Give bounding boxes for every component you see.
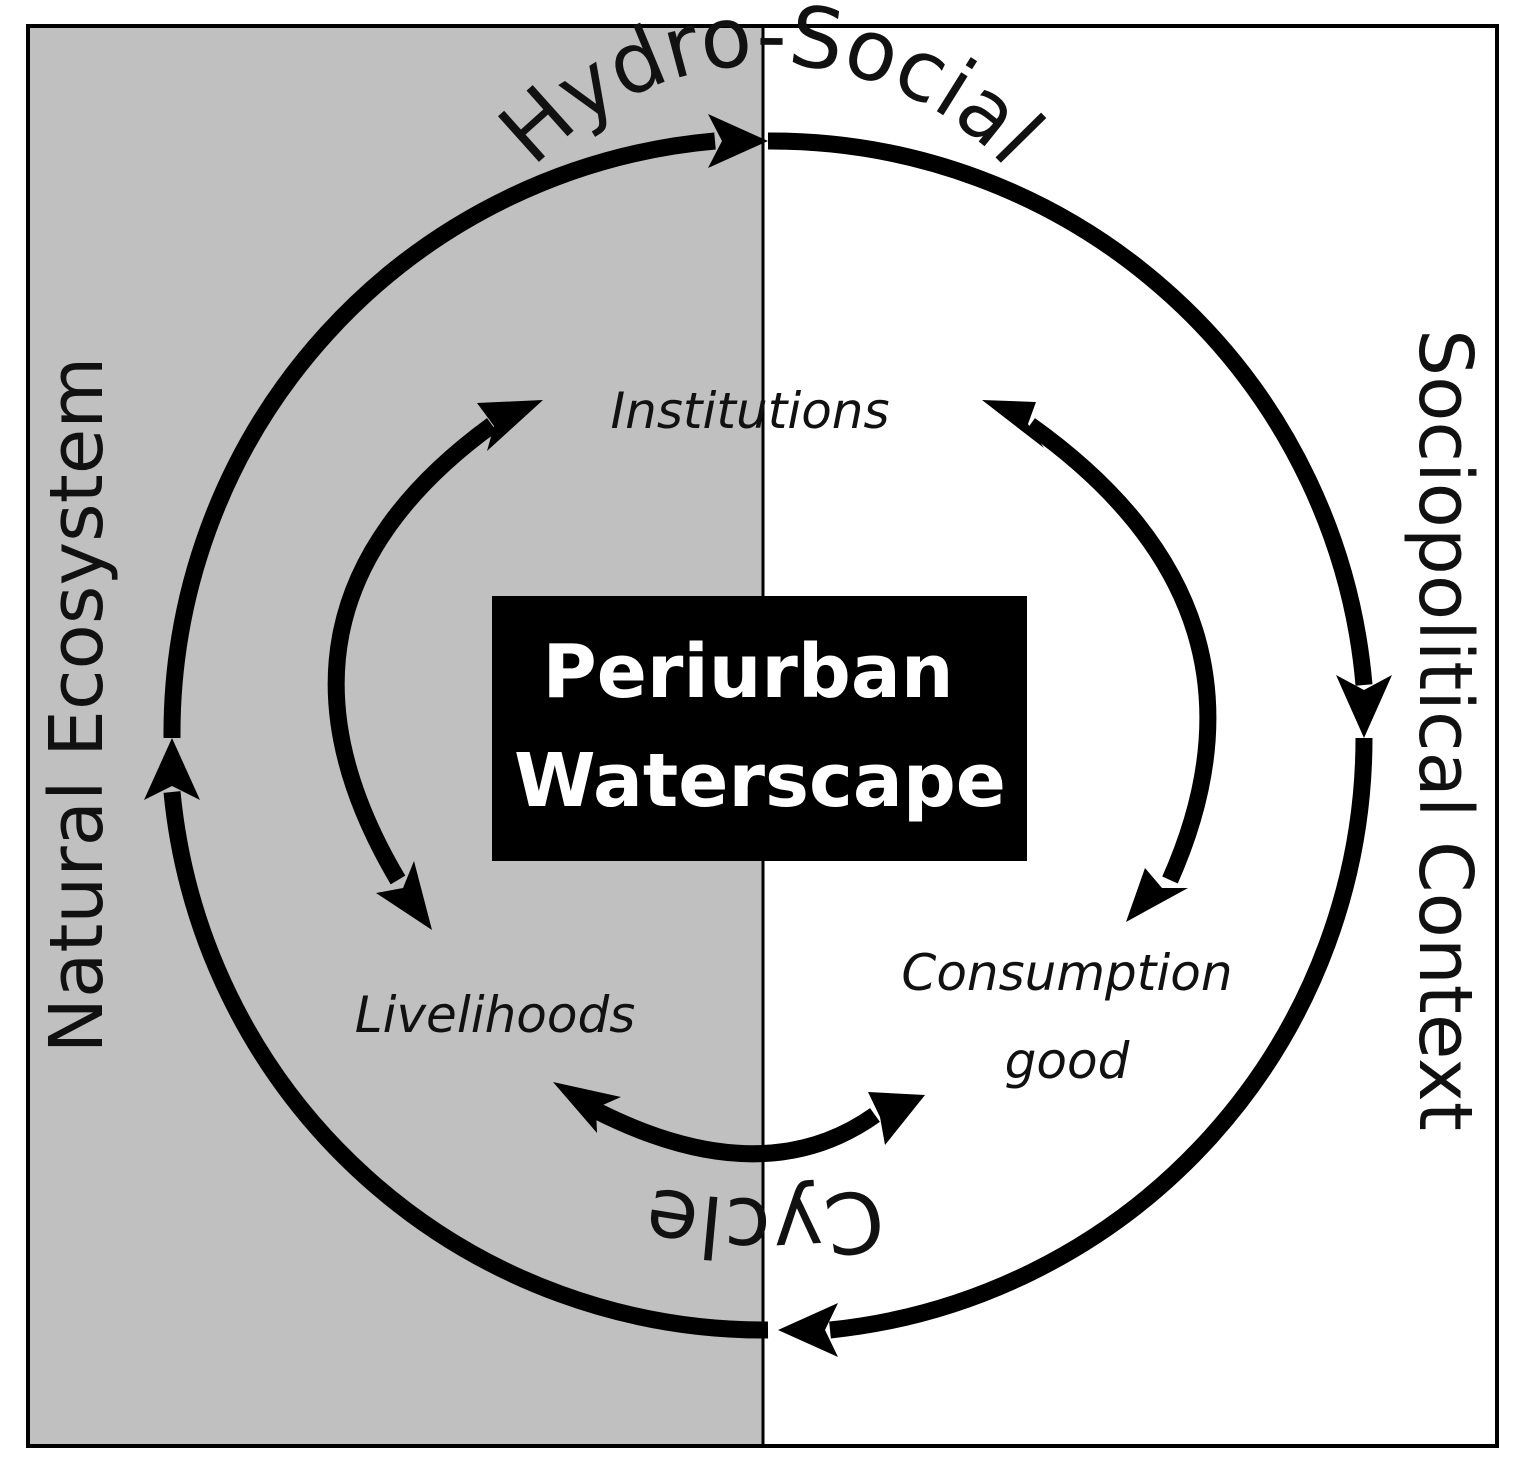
- consumption-good-label-line1: Consumption: [901, 944, 1232, 1002]
- inner-arrowhead-institutions-left: [477, 400, 543, 451]
- outer-arc-top-left: [163, 132, 716, 739]
- outer-arrowhead-top: [708, 114, 768, 168]
- outer-arc-top-right: [767, 132, 1373, 686]
- outer-arrowhead-right: [1336, 675, 1392, 738]
- periurban-label: Periurban: [542, 629, 953, 715]
- sociopolitical-context-label: Sociopolitical Context: [1402, 329, 1488, 1131]
- outer-arrowhead-left: [144, 738, 200, 800]
- inner-arrow-institutions-consumption: [1025, 418, 1217, 884]
- consumption-good-label-line2: good: [1005, 1032, 1130, 1090]
- inner-arrowhead-livelihoods-top: [376, 861, 432, 930]
- periurban-waterscape-box: [492, 596, 1027, 861]
- natural-ecosystem-label: Natural Ecosystem: [34, 357, 120, 1054]
- inner-arrow-livelihoods-consumption: [591, 1102, 880, 1163]
- cycle-label: Cycle: [639, 1168, 891, 1277]
- outer-arrowhead-bottom: [778, 1303, 838, 1357]
- inner-arrowhead-consumption-bottom: [868, 1092, 925, 1145]
- waterscape-label: Waterscape: [514, 738, 1006, 824]
- livelihoods-label: Livelihoods: [355, 986, 636, 1044]
- inner-arrow-institutions-livelihoods: [327, 418, 498, 885]
- inner-arrowhead-consumption-top: [1126, 868, 1188, 922]
- outer-arc-bottom-right: [829, 737, 1373, 1339]
- institutions-label: Institutions: [610, 382, 889, 440]
- inner-arrowhead-institutions-right: [982, 400, 1044, 448]
- inner-arrowhead-livelihoods-bottom: [553, 1082, 621, 1133]
- outer-arc-bottom-left: [163, 791, 769, 1339]
